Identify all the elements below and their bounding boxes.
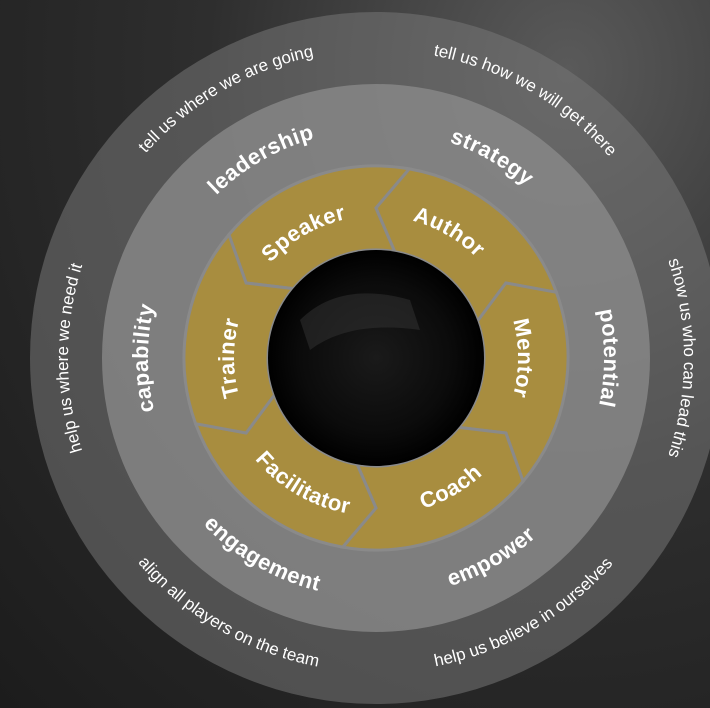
inner-label-mentor: Mentor [508, 316, 538, 400]
center-reflection [300, 293, 420, 350]
inner-ring [182, 164, 570, 552]
center-hole [268, 250, 484, 466]
